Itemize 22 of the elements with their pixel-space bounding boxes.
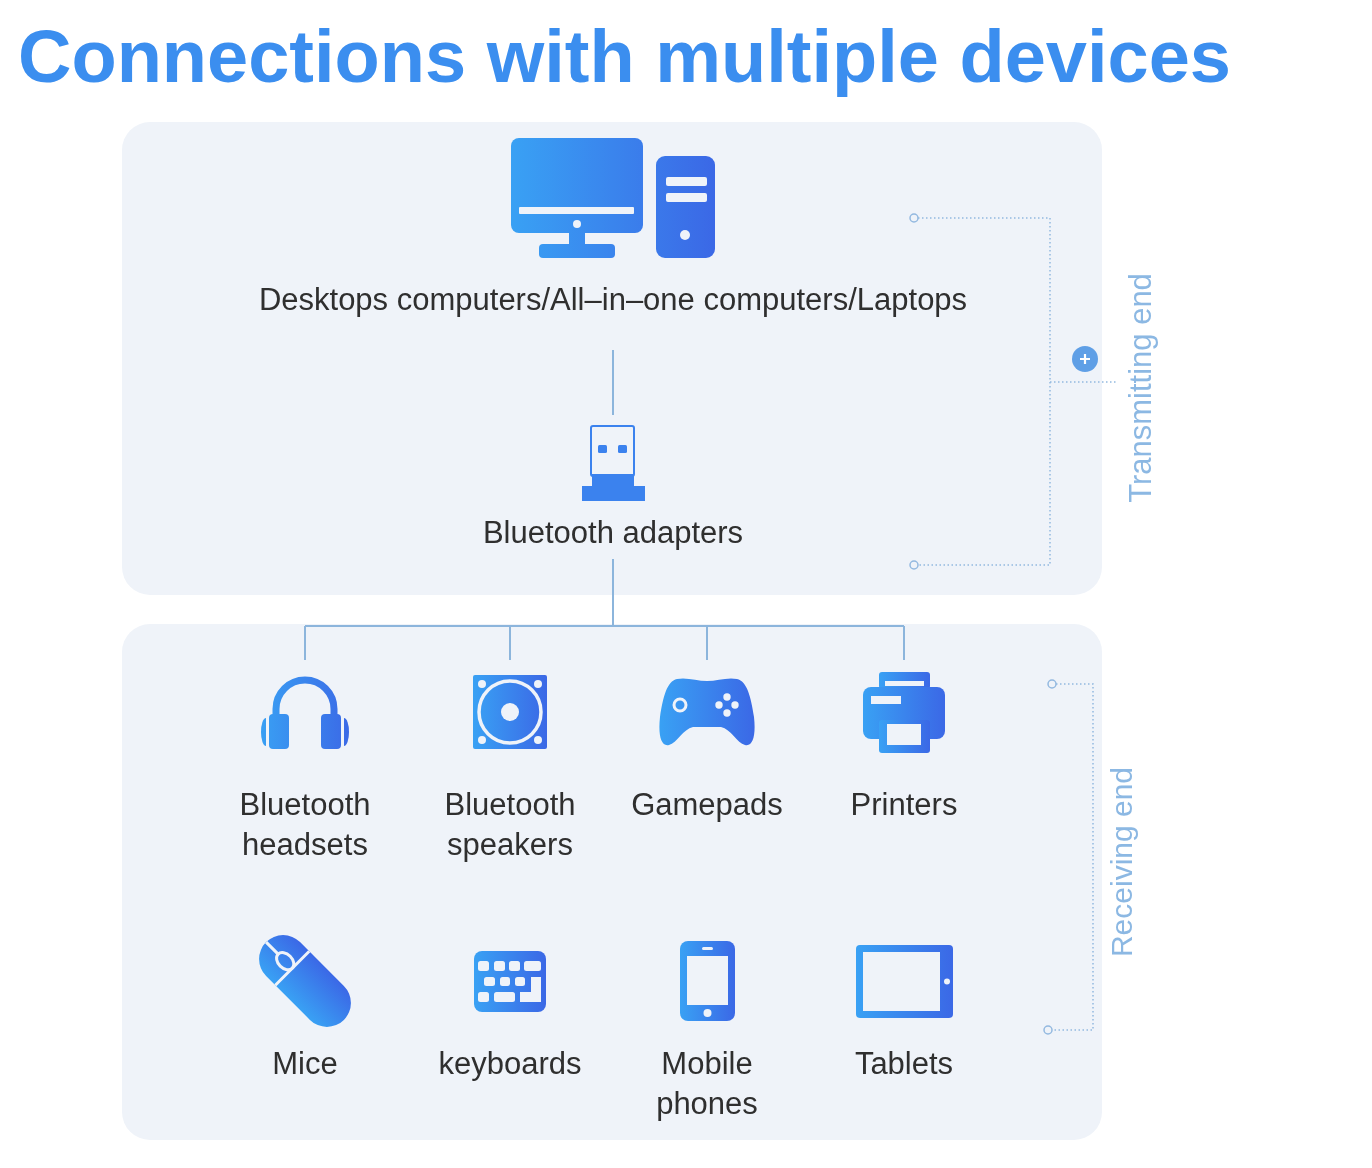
connector-line — [509, 625, 511, 661]
connector-line — [612, 349, 614, 416]
side-label: Receiving end — [1107, 766, 1137, 958]
device-label: keyboards — [438, 1045, 582, 1083]
panel — [122, 624, 1102, 1140]
device-label: Bluetooth speakers — [444, 786, 576, 864]
connector-line — [304, 625, 511, 661]
connector-line — [612, 625, 708, 627]
side-label: Transmitting end — [1124, 273, 1156, 503]
device-label: Printers — [850, 786, 958, 824]
connector-line — [509, 625, 614, 627]
device-label: Mobile phones — [656, 1045, 758, 1123]
connector-line — [706, 625, 708, 661]
device-label: Bluetooth headsets — [239, 786, 371, 864]
panel — [122, 122, 1102, 595]
connector-line — [706, 625, 905, 661]
device-label: Bluetooth adapters — [482, 514, 744, 552]
connector-line — [612, 558, 614, 627]
device-label: Desktops computers/All–in–one computers/Laptops — [258, 281, 968, 319]
device-label: Gamepads — [631, 786, 783, 824]
device-label: Mice — [272, 1045, 338, 1083]
device-label: Tablets — [854, 1045, 954, 1083]
